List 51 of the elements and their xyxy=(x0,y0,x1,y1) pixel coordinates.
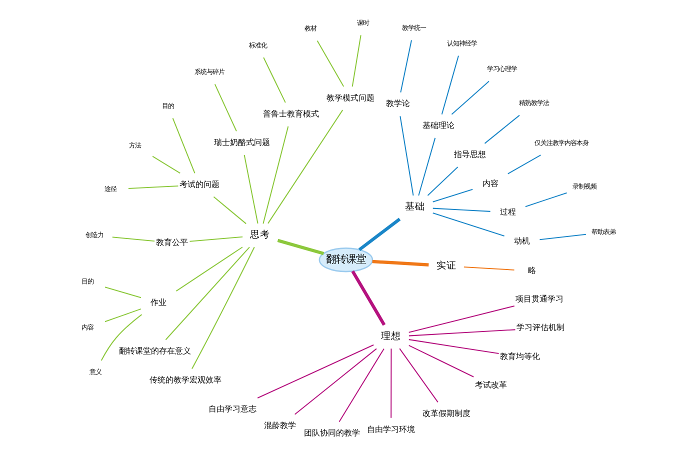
connector xyxy=(408,304,514,332)
connector xyxy=(262,126,288,224)
connector xyxy=(507,154,540,174)
connector xyxy=(351,34,361,86)
node-text: 基础 xyxy=(404,201,425,212)
connector xyxy=(432,212,504,236)
connector xyxy=(262,56,286,102)
connector xyxy=(267,109,343,224)
connector xyxy=(338,348,384,422)
connector xyxy=(398,348,438,402)
connector xyxy=(408,338,498,354)
connector xyxy=(100,314,142,360)
connector xyxy=(214,83,236,131)
connector xyxy=(358,217,400,251)
connector xyxy=(294,348,376,414)
connector xyxy=(112,236,154,242)
connector xyxy=(400,40,412,92)
connector xyxy=(450,80,489,114)
connector xyxy=(350,270,386,326)
connector xyxy=(104,286,141,298)
connector xyxy=(256,344,374,398)
node-ellipse: 翻转课堂 xyxy=(318,247,373,272)
connector xyxy=(418,137,436,196)
connector xyxy=(524,192,566,207)
connector xyxy=(408,328,515,336)
connector xyxy=(164,246,250,340)
connector xyxy=(243,154,258,224)
connector xyxy=(104,308,141,322)
connector xyxy=(399,116,414,196)
node-text: 理想 xyxy=(380,330,401,342)
connector xyxy=(128,184,178,188)
connector xyxy=(390,348,392,418)
connector xyxy=(316,40,344,86)
connector xyxy=(484,114,520,144)
connector xyxy=(432,207,490,212)
connector xyxy=(440,55,458,114)
connector xyxy=(152,155,180,174)
node-text: 思考 xyxy=(250,229,270,240)
connector xyxy=(463,266,514,270)
connector xyxy=(172,117,195,173)
connector xyxy=(539,233,586,240)
connector xyxy=(175,246,242,291)
connector xyxy=(276,238,324,255)
node-text: 实证 xyxy=(436,260,456,271)
connector xyxy=(432,188,472,202)
connector xyxy=(372,259,428,266)
connector xyxy=(212,196,246,224)
connector xyxy=(426,166,458,196)
connector xyxy=(408,344,474,377)
connector xyxy=(189,236,242,242)
connector xyxy=(191,246,254,369)
